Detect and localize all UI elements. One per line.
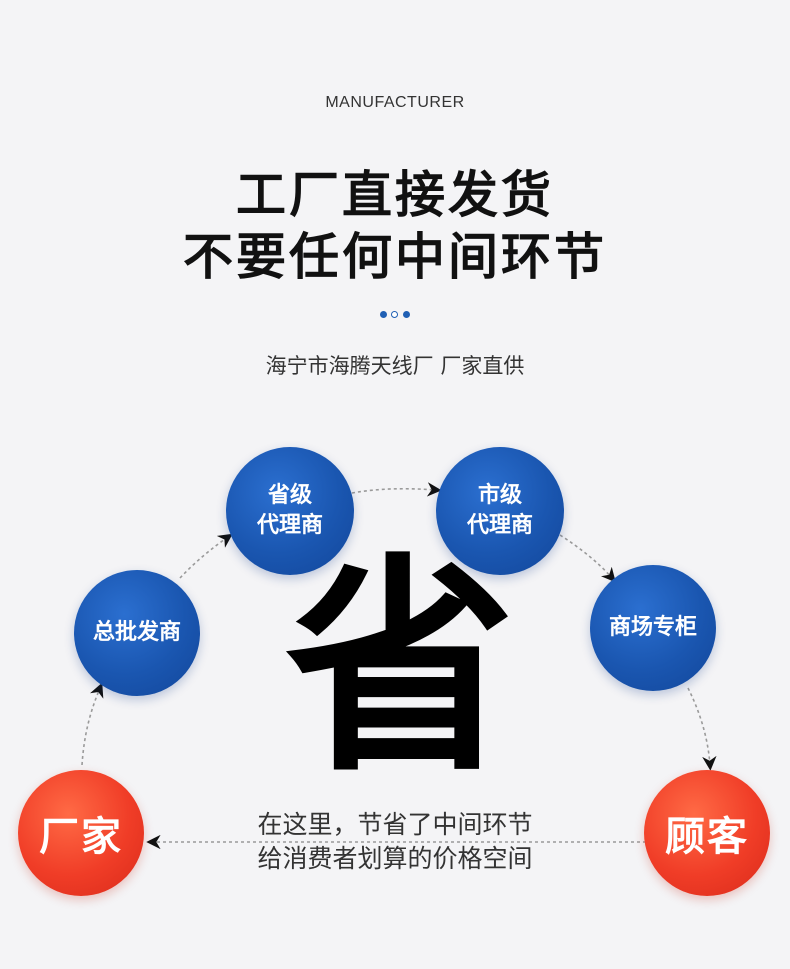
arrow-factory-to-wholesaler	[81, 682, 104, 766]
center-big-character: 省	[285, 536, 516, 803]
node-wholesaler: 总批发商	[74, 570, 200, 696]
node-factory: 厂家	[18, 770, 144, 896]
node-city-label-2: 代理商	[466, 513, 533, 538]
arrow-city-to-mall	[559, 534, 616, 583]
dot-icon	[380, 311, 387, 318]
node-wholesaler-label: 总批发商	[92, 620, 181, 645]
node-provincial-label-1: 省级	[267, 483, 312, 508]
node-city-label-1: 市级	[477, 483, 522, 508]
eyebrow-label: MANUFACTURER	[325, 94, 465, 111]
node-mall-counter-label: 商场专柜	[608, 615, 697, 640]
node-customer: 顾客	[644, 770, 770, 896]
arrow-mall-to-customer	[687, 687, 717, 771]
divider-dots	[380, 310, 410, 320]
node-provincial-label-2: 代理商	[256, 513, 323, 538]
headline-line-1: 工厂直接发货	[236, 166, 554, 224]
headline-line-2: 不要任何中间环节	[183, 228, 607, 286]
arrow-provincial-to-city	[351, 482, 442, 497]
node-factory-label: 厂家	[39, 814, 123, 860]
dot-ring-icon	[391, 311, 398, 318]
dot-icon	[403, 311, 410, 318]
caption-line-2: 给消费者划算的价格空间	[257, 844, 533, 873]
arrow-wholesaler-to-provincial	[179, 533, 233, 579]
node-customer-label: 顾客	[665, 814, 749, 860]
node-provincial-agent: 省级 代理商	[226, 447, 354, 575]
node-mall-counter: 商场专柜	[590, 565, 716, 691]
caption-line-1: 在这里，节省了中间环节	[257, 810, 533, 839]
node-city-agent: 市级 代理商	[436, 447, 564, 575]
subtitle: 海宁市海腾天线厂 厂家直供	[265, 354, 525, 378]
